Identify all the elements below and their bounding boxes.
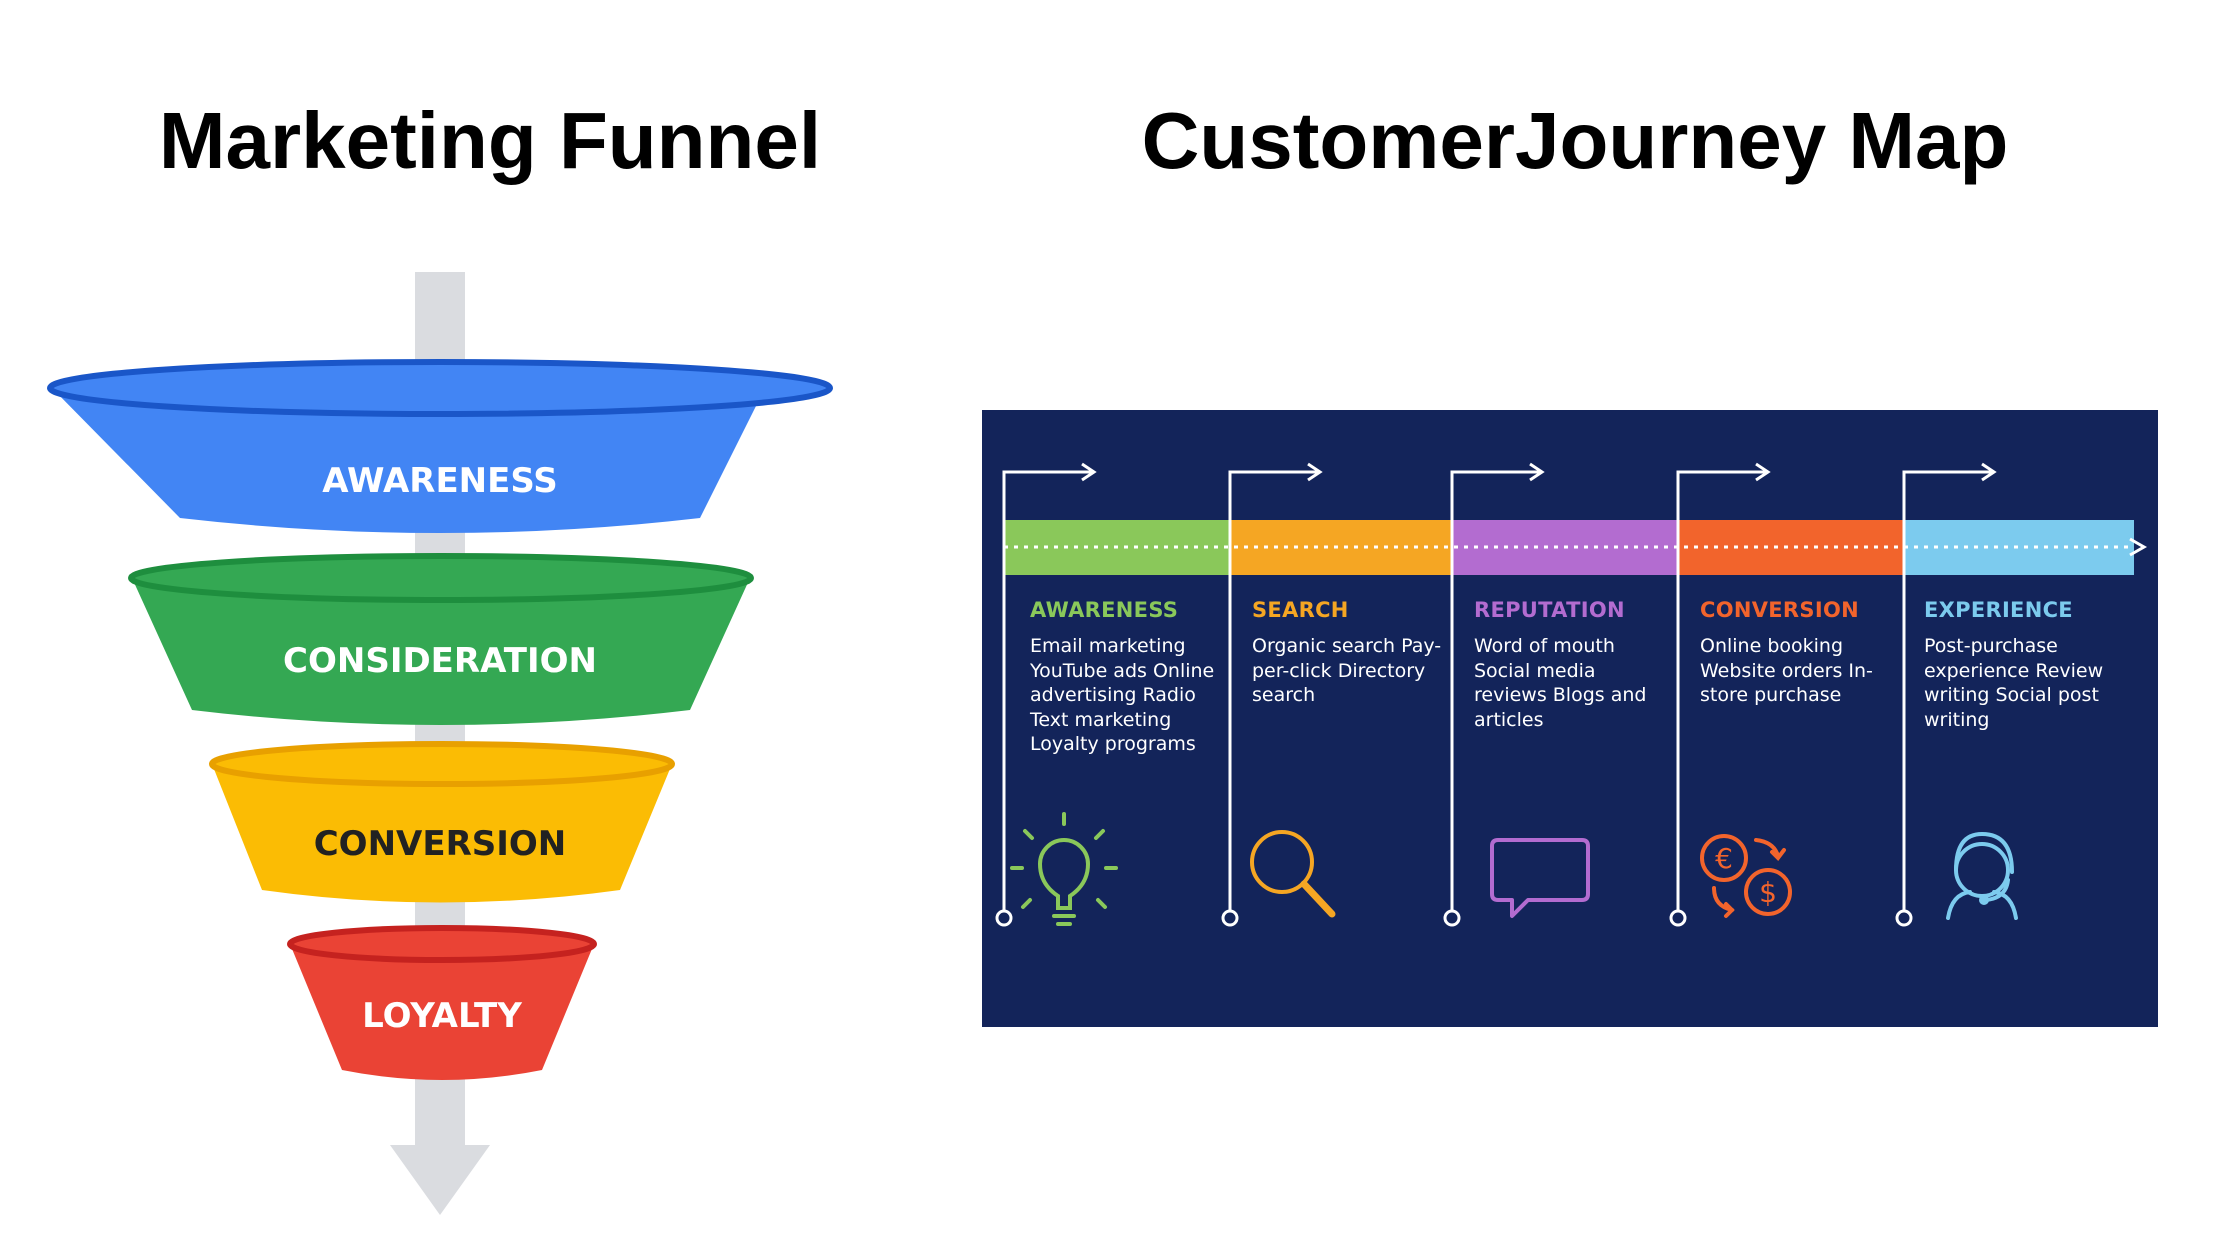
journey-stage-name: SEARCH xyxy=(1252,598,1349,622)
journey-stage-name: AWARENESS xyxy=(1030,598,1179,622)
funnel-stage-label: AWARENESS xyxy=(322,461,558,501)
svg-text:$: $ xyxy=(1759,876,1777,909)
journey-stage-name: REPUTATION xyxy=(1474,598,1625,622)
funnel-stage-label: CONVERSION xyxy=(314,824,567,864)
funnel-arrow-head-icon xyxy=(390,1145,490,1215)
journey-stage-items: Word of mouth Social media reviews Blogs… xyxy=(1474,635,1647,731)
currency-exchange-icon: € $ xyxy=(1700,834,1792,918)
funnel-arrow-shaft xyxy=(415,1075,465,1145)
journey-stage-search: SEARCH Organic search Pay-per-click Dire… xyxy=(1252,594,1442,708)
journey-stage-items: Email marketing YouTube ads Online adver… xyxy=(1030,635,1215,755)
journey-band-search xyxy=(1230,520,1452,575)
journey-stage-items: Post-purchase experience Review writing … xyxy=(1924,635,2104,731)
journey-timeline: € $ xyxy=(995,462,2148,927)
funnel-title: Marketing Funnel xyxy=(158,96,822,185)
customer-journey-map: € $ AWARENESS Email marketing YouTube ad… xyxy=(982,410,2158,1027)
funnel-stage-conversion: CONVERSION xyxy=(209,741,675,903)
support-agent-icon xyxy=(1946,831,2018,920)
journey-band-experience xyxy=(1904,520,2134,575)
funnel-stage-awareness: AWARENESS xyxy=(47,359,833,533)
journey-stage-conversion: CONVERSION Online booking Website orders… xyxy=(1700,594,1890,708)
funnel-stage-label: LOYALTY xyxy=(362,996,522,1036)
journey-marker-3 xyxy=(1443,462,1545,927)
journey-end-arrow-icon xyxy=(2129,537,2148,557)
journey-title: CustomerJourney Map xyxy=(1141,96,2009,185)
magnifier-icon xyxy=(1250,830,1336,918)
journey-stage-reputation: REPUTATION Word of mouth Social media re… xyxy=(1474,594,1664,732)
journey-band-conversion xyxy=(1678,520,1904,575)
marketing-funnel: AWARENESS CONSIDERATION CONVERSION LOYAL… xyxy=(47,272,833,1215)
funnel-arrow-shaft xyxy=(415,272,465,360)
funnel-stage-consideration: CONSIDERATION xyxy=(128,553,754,725)
journey-stage-awareness: AWARENESS Email marketing YouTube ads On… xyxy=(1030,594,1220,757)
journey-stage-items: Online booking Website orders In-store p… xyxy=(1700,635,1873,706)
journey-stage-name: EXPERIENCE xyxy=(1924,598,2073,622)
speech-bubble-icon xyxy=(1490,838,1590,918)
journey-marker-1 xyxy=(995,462,1097,927)
journey-stage-name: CONVERSION xyxy=(1700,598,1859,622)
journey-stage-experience: EXPERIENCE Post-purchase experience Revi… xyxy=(1924,594,2114,732)
funnel-stage-loyalty: LOYALTY xyxy=(287,925,597,1080)
journey-marker-4 xyxy=(1669,462,1771,927)
funnel-stage-label: CONSIDERATION xyxy=(283,641,597,681)
lightbulb-icon xyxy=(1010,812,1118,926)
journey-marker-5 xyxy=(1895,462,1997,927)
journey-stage-items: Organic search Pay-per-click Directory s… xyxy=(1252,635,1442,706)
journey-marker-2 xyxy=(1221,462,1323,927)
svg-text:€: € xyxy=(1715,842,1733,875)
